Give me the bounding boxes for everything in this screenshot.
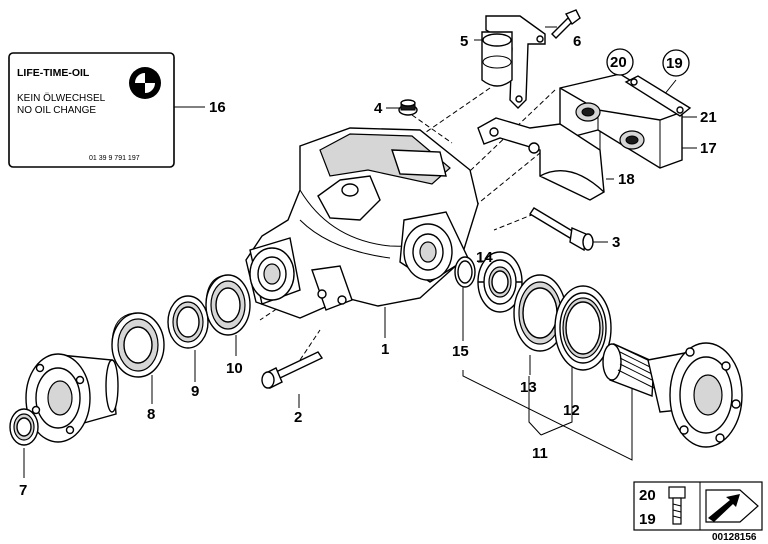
legend-box: 20 19 00128156 bbox=[633, 481, 763, 543]
callout-11: 11 bbox=[532, 445, 548, 462]
o-ring-15 bbox=[454, 256, 476, 288]
rear-mount-block bbox=[559, 73, 692, 169]
tightening-arrow-icon bbox=[705, 489, 759, 523]
lifetime-oil-label: LIFE-TIME-OIL KEIN ÖLWECHSEL NO OIL CHAN… bbox=[8, 52, 175, 168]
shim-8 bbox=[111, 312, 165, 378]
callout-19: 19 bbox=[666, 55, 683, 72]
differential-housing bbox=[245, 127, 479, 319]
bolt-3 bbox=[529, 207, 594, 252]
drain-plug bbox=[398, 99, 418, 116]
callout-8: 8 bbox=[147, 406, 155, 423]
label-line-1: KEIN ÖLWECHSEL bbox=[17, 92, 106, 104]
legend-bottom-number: 19 bbox=[639, 511, 656, 528]
callout-21: 21 bbox=[700, 109, 717, 126]
drive-flange-left bbox=[25, 353, 119, 443]
rubber-mount-bracket bbox=[481, 15, 546, 109]
callout-10: 10 bbox=[226, 360, 243, 377]
callout-2: 2 bbox=[294, 409, 302, 426]
callout-12: 12 bbox=[563, 402, 580, 419]
callout-16: 16 bbox=[209, 99, 226, 116]
callout-18: 18 bbox=[618, 171, 635, 188]
seal-ring-7 bbox=[9, 408, 39, 446]
callout-20-circle bbox=[606, 48, 634, 76]
bolt-2 bbox=[261, 351, 324, 389]
seal-13 bbox=[513, 274, 567, 352]
label-line-2: NO OIL CHANGE bbox=[17, 105, 96, 116]
callout-9: 9 bbox=[191, 383, 199, 400]
callout-17: 17 bbox=[700, 140, 717, 157]
mount-bracket-18 bbox=[477, 117, 605, 201]
gasket-ring-9 bbox=[167, 295, 209, 349]
callout-20: 20 bbox=[610, 54, 627, 71]
bmw-logo-icon bbox=[129, 67, 161, 99]
callout-13: 13 bbox=[520, 379, 537, 396]
callout-14: 14 bbox=[476, 249, 493, 266]
bolt-icon bbox=[668, 486, 686, 525]
output-flange-right bbox=[602, 342, 743, 448]
callout-6: 6 bbox=[573, 33, 581, 50]
callout-3: 3 bbox=[612, 234, 620, 251]
callout-7: 7 bbox=[19, 482, 27, 499]
callout-numbers: 1 2 3 4 5 6 7 8 9 10 11 12 13 14 15 16 1… bbox=[19, 33, 717, 499]
callout-5: 5 bbox=[460, 33, 468, 50]
callout-15: 15 bbox=[452, 343, 469, 360]
callout-1: 1 bbox=[381, 341, 389, 358]
label-part-number: 01 39 9 791 197 bbox=[89, 155, 140, 162]
callout-19-circle bbox=[662, 49, 690, 77]
diagram-id: 00128156 bbox=[712, 532, 757, 543]
label-title: LIFE-TIME-OIL bbox=[17, 67, 90, 79]
legend-top-number: 20 bbox=[639, 487, 656, 504]
shaft-seal-10 bbox=[205, 274, 251, 336]
bolt-6 bbox=[551, 9, 581, 39]
callout-4: 4 bbox=[374, 100, 383, 117]
gasket-12 bbox=[554, 285, 612, 371]
bearing-14 bbox=[477, 251, 523, 313]
